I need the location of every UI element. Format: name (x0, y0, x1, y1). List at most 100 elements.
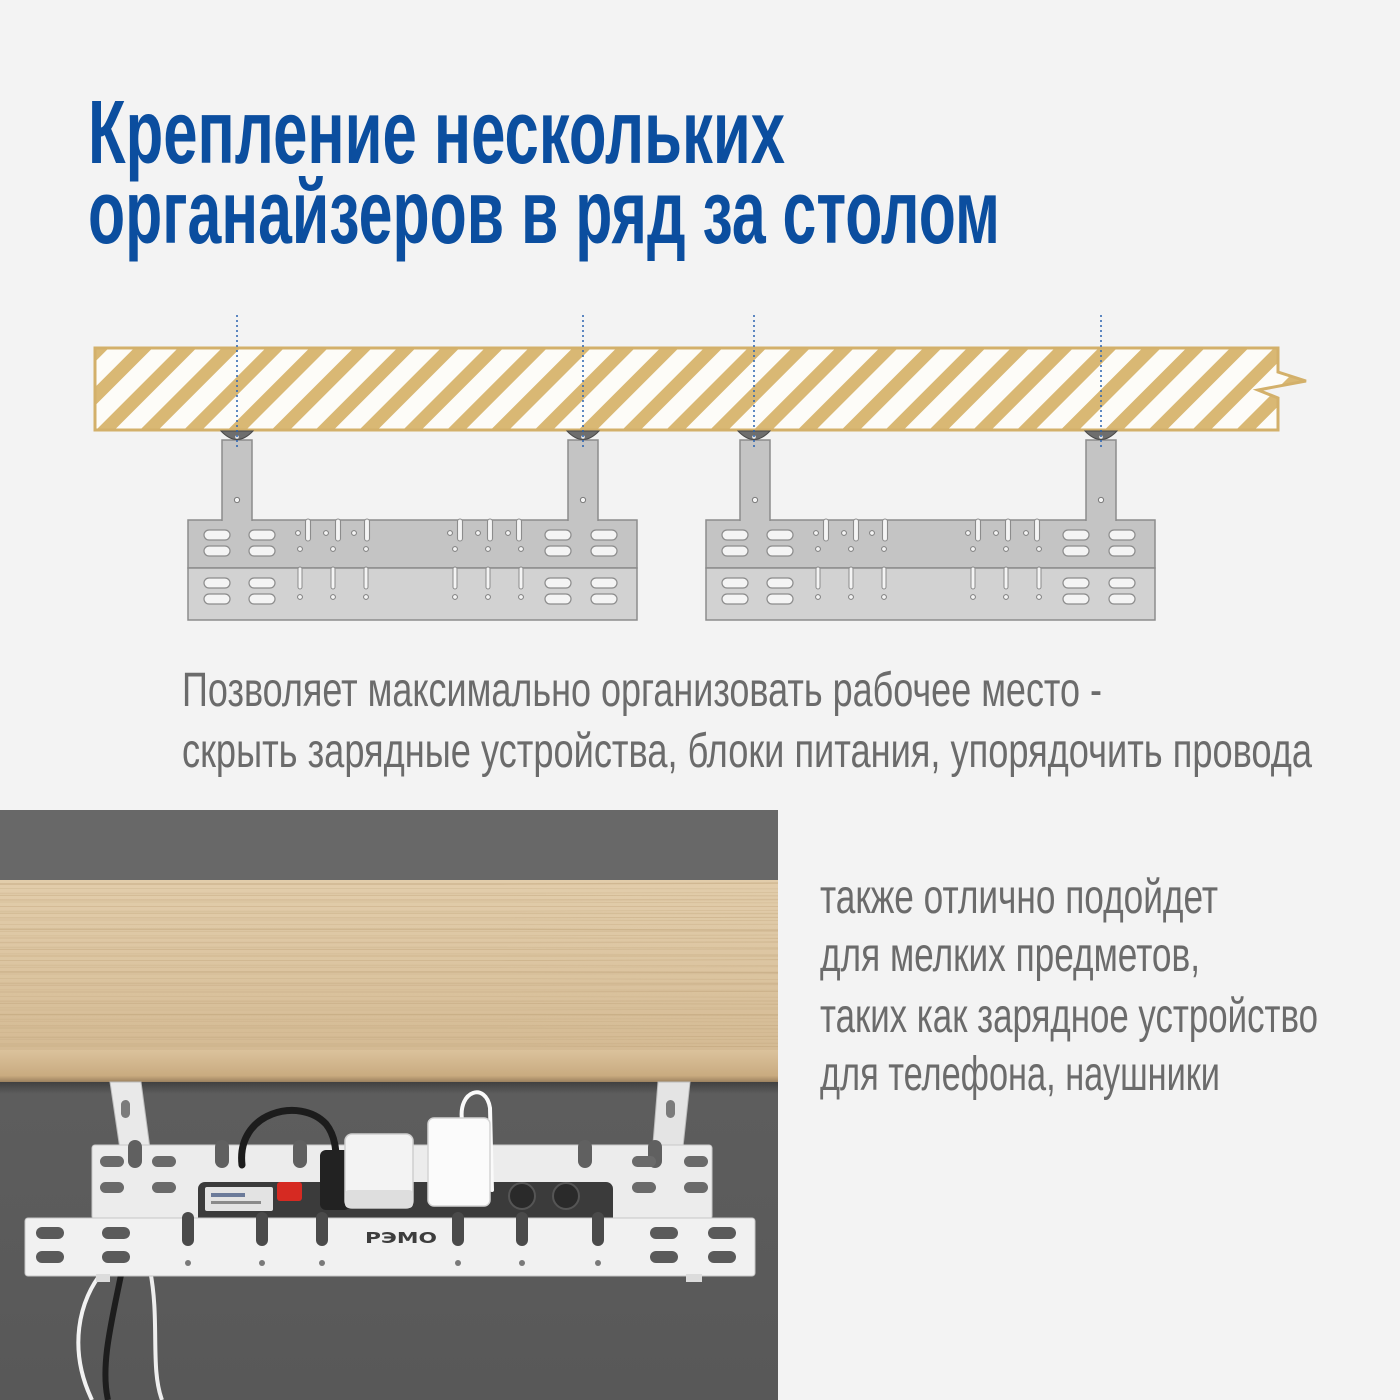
tray-upper-panel (187, 519, 638, 569)
bracket-hole (751, 496, 759, 504)
wood-grain-line (0, 1020, 778, 1023)
wood-grain-line (0, 1042, 778, 1045)
slot-hole (36, 1227, 64, 1239)
slot-hole (203, 545, 231, 557)
mount-brackets (109, 1081, 691, 1157)
slot-hole (1062, 529, 1090, 541)
cable-slit (330, 566, 336, 590)
mount-hole (519, 1260, 525, 1266)
mounting-diagram (93, 315, 1307, 621)
slot-hole (248, 577, 276, 589)
slot-hole (544, 529, 572, 541)
cable-slit (297, 566, 303, 590)
cable-slit (852, 518, 860, 542)
slot-hole (544, 545, 572, 557)
slot-hole (590, 577, 618, 589)
black-plug-and-cable (238, 1106, 350, 1210)
mount-hole (881, 594, 887, 600)
cable-slit (486, 518, 494, 542)
mount-hole (455, 1260, 461, 1266)
wood-grain-line (0, 971, 778, 974)
slot-hole (684, 1182, 708, 1193)
chargers (344, 1090, 494, 1209)
tray-foot (96, 1274, 110, 1282)
white-cable (76, 1268, 106, 1400)
cable-slit (485, 566, 491, 590)
bracket-hole (233, 496, 241, 504)
mount-hole (363, 594, 369, 600)
black-plug (320, 1150, 350, 1210)
organizer-tray (187, 518, 638, 621)
description-line-2: скрыть зарядные устройства, блоки питани… (182, 725, 1312, 778)
wood-grain-line (0, 966, 778, 968)
bracket-hole (121, 1100, 130, 1118)
cable-slit (881, 518, 889, 542)
cable-slit (256, 1212, 268, 1246)
sticker-print (211, 1201, 261, 1204)
charger-usb-adapter (427, 1117, 491, 1207)
mount-hole (447, 530, 453, 536)
tray-upper-panel (705, 519, 1156, 569)
wood-grain-line (0, 991, 778, 993)
mount-hole (1036, 546, 1042, 552)
mount-hole (351, 530, 357, 536)
bracket-hole (579, 496, 587, 504)
mount-hole (848, 594, 854, 600)
cable-slit (848, 566, 854, 590)
mount-hole (970, 594, 976, 600)
cable-slit (363, 518, 371, 542)
slot-hole (152, 1182, 176, 1193)
slot-hole (1062, 593, 1090, 605)
organizer-2 (705, 439, 1156, 621)
slot-hole (100, 1182, 124, 1193)
page-title-line-1: Крепление нескольких (88, 83, 785, 183)
tray-top-notch (128, 1140, 142, 1168)
side-note-line-3: таких как зарядное устройство (820, 990, 1318, 1043)
side-note-line-4: для телефона, наушники (820, 1048, 1220, 1101)
photo-top-strip (0, 810, 778, 882)
desk-surface (0, 880, 778, 1052)
slot-hole (708, 1251, 736, 1263)
usb-cable (459, 1090, 494, 1192)
charger-shade (345, 1190, 413, 1208)
power-strip-label-sticker (205, 1187, 273, 1211)
mount-hole (965, 530, 971, 536)
cable-slit (363, 566, 369, 590)
slot-hole (721, 593, 749, 605)
tray-top-notch (293, 1140, 307, 1168)
cable-slit (822, 518, 830, 542)
slot-hole (650, 1227, 678, 1239)
slot-hole (36, 1251, 64, 1263)
bracket-hole (666, 1100, 675, 1118)
wood-grain-line (0, 996, 778, 998)
slot-hole (721, 529, 749, 541)
mount-hole (881, 546, 887, 552)
cable-slit (815, 566, 821, 590)
white-cable (148, 1269, 164, 1400)
slot-hole (1108, 593, 1136, 605)
slot-hole (766, 529, 794, 541)
cable-slit (334, 518, 342, 542)
page-title-line-2: органайзеров в ряд за столом (88, 163, 1000, 263)
wooden-desk (0, 880, 778, 1094)
wood-grain-line (0, 894, 778, 897)
slot-hole (766, 593, 794, 605)
slot-hole (766, 545, 794, 557)
mount-hole (1023, 530, 1029, 536)
slot-hole (152, 1156, 176, 1167)
cable-slit (1036, 566, 1042, 590)
mount-hole (815, 594, 821, 600)
hanging-cables (76, 1268, 164, 1400)
side-note-line-1: также отлично подойдет (820, 871, 1218, 924)
slot-hole (1062, 577, 1090, 589)
wood-grain-line (0, 941, 778, 944)
slot-hole (590, 545, 618, 557)
socket-icon (508, 1182, 536, 1210)
tray-feet (96, 1274, 702, 1282)
wood-grain-line (0, 919, 778, 921)
mount-hole (363, 546, 369, 552)
cable-slit (452, 566, 458, 590)
mount-hole (297, 546, 303, 552)
wood-grain-line (0, 892, 778, 894)
